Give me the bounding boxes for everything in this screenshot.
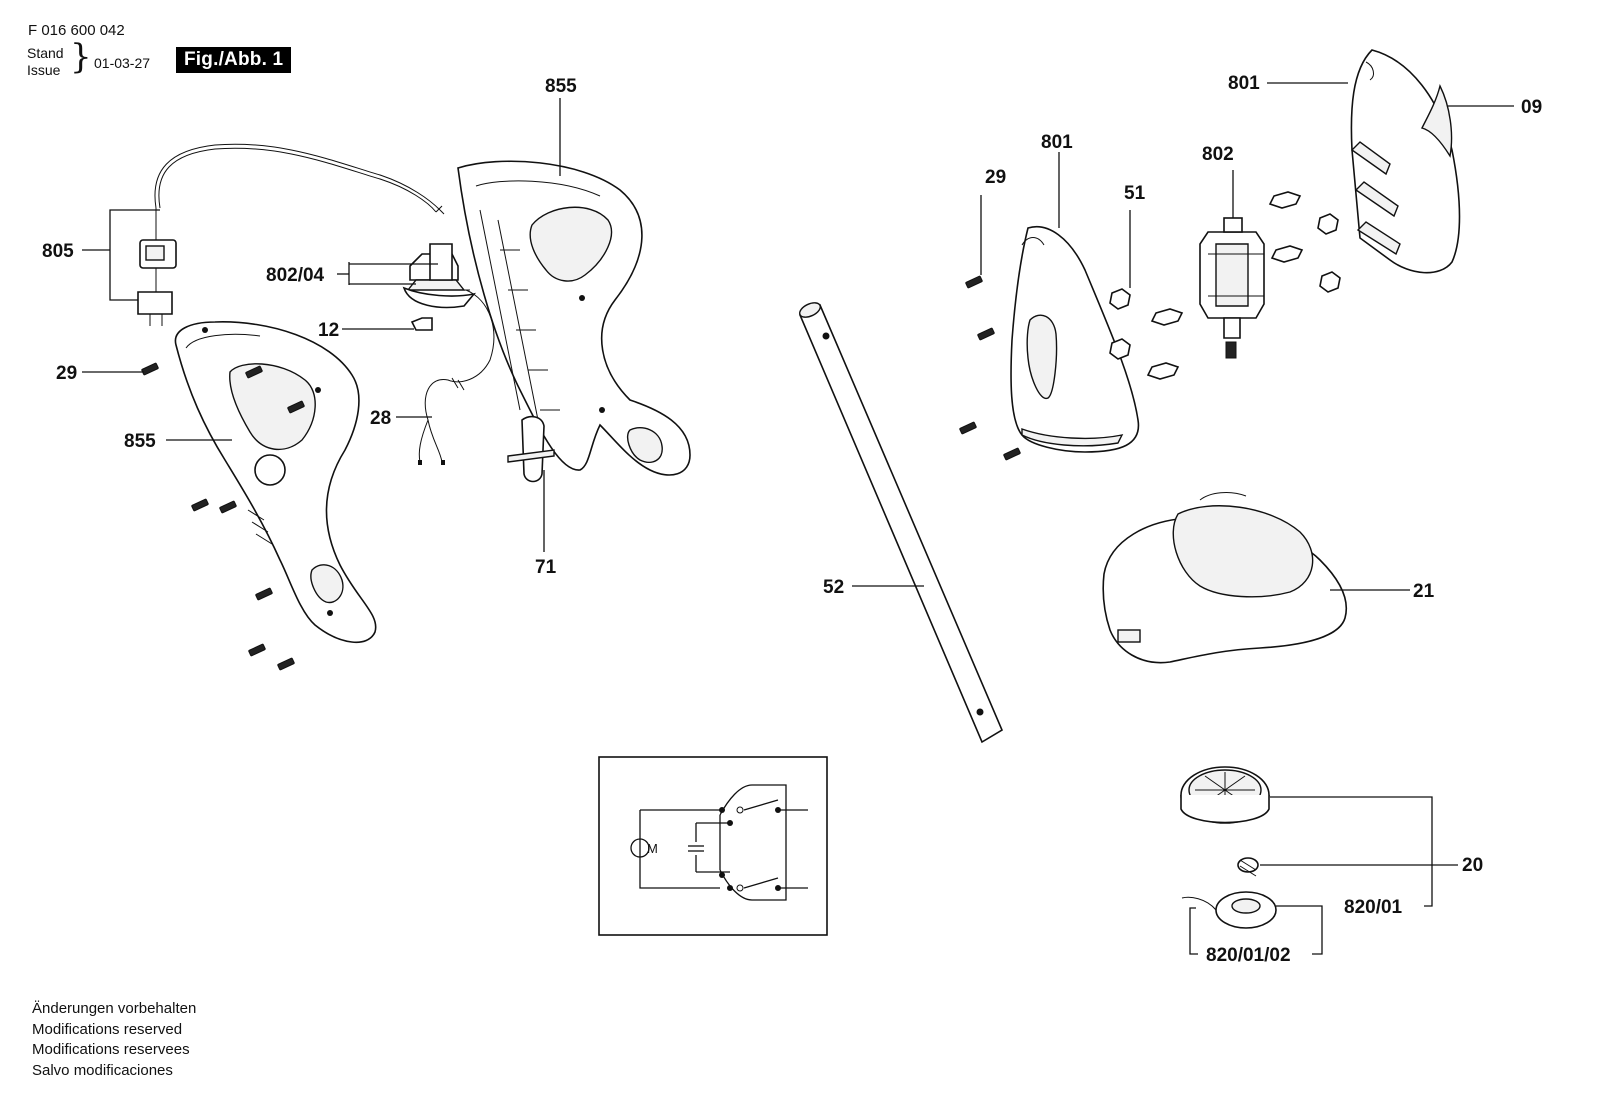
- nuts-part-51: [1109, 191, 1341, 380]
- motor-part-802: [1199, 170, 1265, 359]
- callout-855-left: 855: [124, 431, 156, 452]
- callout-52: 52: [823, 577, 844, 598]
- callout-29-left: 29: [56, 363, 77, 384]
- note-english: Modifications reserved: [32, 1020, 183, 1038]
- screws-left: [141, 362, 305, 671]
- figure-label: Fig./Abb. 1: [176, 47, 292, 73]
- motor-housing-801-front: [1010, 226, 1140, 453]
- document-number: F 016 600 042: [28, 22, 125, 39]
- issue-label: Issue: [27, 62, 61, 78]
- modification-notes: Änderungen vorbehalten Modifications res…: [32, 999, 196, 1081]
- stand-label: Stand: [27, 45, 64, 61]
- note-french: Modifications reservees: [32, 1041, 190, 1058]
- callout-855-top: 855: [545, 76, 577, 97]
- screws-right: [959, 195, 1021, 461]
- note-spanish: Salvo modificaciones: [32, 1061, 173, 1079]
- issue-date: 01-03-27: [94, 55, 151, 71]
- callout-801-top: 801: [1228, 73, 1260, 94]
- callout-802-04: 802/04: [266, 265, 325, 286]
- cover-part-21: [1102, 492, 1347, 664]
- callout-805: 805: [42, 241, 74, 262]
- callout-28: 28: [370, 408, 391, 429]
- note-german: Änderungen vorbehalten: [32, 1000, 197, 1017]
- svg-text:M: M: [647, 841, 658, 856]
- callout-51: 51: [1124, 183, 1146, 204]
- callout-12: 12: [318, 320, 339, 341]
- callout-802: 802: [1202, 144, 1234, 165]
- spool-assembly-part-20: [1180, 766, 1458, 955]
- motor-housing-801-rear: [1350, 49, 1461, 274]
- part-12: [410, 317, 433, 331]
- callout-21: 21: [1413, 581, 1435, 602]
- callout-labels: 805 802/04 12 29 28 855 855 71 52 29 801…: [42, 73, 1542, 966]
- callout-20: 20: [1462, 855, 1483, 876]
- housing-half-left-855: [174, 321, 377, 644]
- wiring-schematic: M: [598, 756, 828, 936]
- brace-icon: }: [70, 37, 92, 77]
- callout-801-mid: 801: [1041, 132, 1073, 153]
- leader-lines: [82, 82, 1514, 591]
- callout-29-right: 29: [985, 167, 1006, 188]
- callout-820-01: 820/01: [1344, 897, 1403, 918]
- callout-71: 71: [535, 557, 557, 578]
- part-71: [507, 415, 555, 483]
- cable-part-28: [418, 289, 495, 465]
- switch-part-802-04: [402, 243, 477, 309]
- callout-820-01-02: 820/01/02: [1206, 945, 1291, 966]
- housing-half-right-855: [457, 160, 691, 476]
- callout-09: 09: [1521, 97, 1542, 118]
- cable-part-805: [109, 143, 445, 326]
- tube-part-52: [798, 302, 1004, 744]
